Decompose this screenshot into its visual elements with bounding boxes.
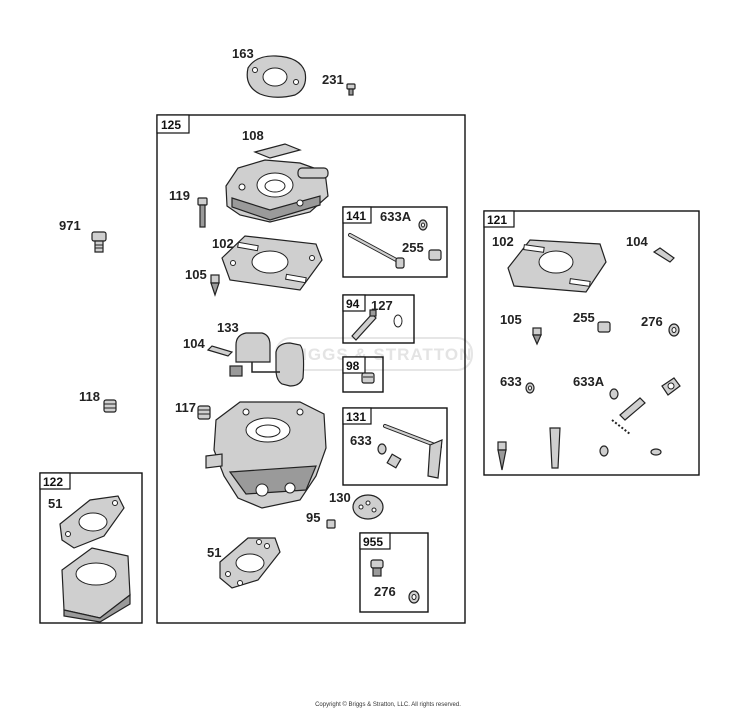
label-971: 971 — [59, 218, 81, 233]
label-118: 118 — [79, 389, 100, 404]
label-633a-2: 633A — [573, 374, 605, 389]
label-104a: 104 — [183, 336, 205, 351]
kit-label-141: 141 — [346, 209, 366, 223]
jets-row-121-drawing — [497, 427, 662, 471]
kit-box-122 — [39, 472, 143, 624]
kit-tag-141 — [342, 206, 372, 224]
label-276a: 276 — [374, 584, 396, 599]
gasket-51b-drawing — [59, 495, 125, 549]
gasket-51a-drawing — [219, 537, 281, 589]
carburetor-body-drawing — [205, 401, 327, 509]
gasket-108-drawing — [253, 143, 302, 159]
label-104b: 104 — [626, 234, 648, 249]
plate-130-drawing — [352, 494, 384, 520]
kit-tag-122 — [39, 472, 71, 490]
bushing-255b-drawing — [597, 321, 611, 333]
label-119: 119 — [169, 188, 190, 203]
shaft-131-drawing — [377, 424, 443, 479]
label-105a: 105 — [185, 267, 207, 282]
label-633a-1: 633A — [380, 209, 412, 224]
label-130: 130 — [329, 490, 351, 505]
fitting-117-drawing — [197, 405, 211, 420]
kit-box-131 — [342, 407, 448, 486]
fitting-118-drawing — [103, 399, 117, 413]
needle-121-drawing — [609, 377, 681, 435]
washer-276b-drawing — [668, 323, 680, 337]
label-255b: 255 — [573, 310, 595, 325]
washer-633-drawing — [525, 382, 535, 394]
jet-105b-drawing — [532, 327, 542, 346]
float-133-drawing — [229, 332, 305, 387]
label-51a: 51 — [207, 545, 221, 560]
plug-95-drawing — [326, 519, 336, 529]
kit-label-131: 131 — [346, 410, 366, 424]
kit-tag-98 — [342, 356, 366, 374]
label-117: 117 — [175, 400, 196, 415]
kit-box-94 — [342, 294, 415, 344]
label-95: 95 — [306, 510, 320, 525]
label-51b: 51 — [48, 496, 62, 511]
copyright-text: Copyright © Briggs & Stratton, LLC. All … — [315, 701, 461, 708]
label-105b: 105 — [500, 312, 522, 327]
gasket-163-drawing — [246, 55, 307, 98]
label-102b: 102 — [492, 234, 514, 249]
label-633-2: 633 — [500, 374, 522, 389]
carburetor-top-drawing — [225, 159, 329, 223]
kit-box-125 — [156, 114, 466, 624]
label-163: 163 — [232, 46, 254, 61]
kit-tag-121 — [483, 210, 515, 228]
watermark-text: BRIGGS & STRATTON — [276, 345, 473, 364]
kit-label-122: 122 — [43, 475, 63, 489]
label-231: 231 — [322, 72, 344, 87]
kit-tag-955 — [359, 532, 391, 550]
kit-box-121 — [483, 210, 700, 476]
kit-box-955 — [359, 532, 429, 613]
label-276b: 276 — [641, 314, 663, 329]
label-127: 127 — [371, 298, 393, 313]
label-102a: 102 — [212, 236, 234, 251]
kit-box-141 — [342, 206, 448, 278]
screw-231-drawing — [346, 83, 356, 96]
bolt-971-drawing — [91, 231, 107, 253]
label-255a: 255 — [402, 240, 424, 255]
label-633-1: 633 — [350, 433, 372, 448]
kit-label-121: 121 — [487, 213, 507, 227]
label-133: 133 — [217, 320, 239, 335]
kit-label-955: 955 — [363, 535, 383, 549]
kit-tag-131 — [342, 407, 372, 425]
jet-105-drawing — [210, 274, 220, 297]
gasket-102-drawing — [221, 235, 323, 291]
clip-104b-drawing — [652, 247, 675, 263]
spacer-122-drawing — [61, 547, 131, 623]
screw-98-drawing — [361, 372, 375, 384]
shaft-141-drawing — [348, 219, 442, 269]
screw-119-drawing — [197, 197, 208, 228]
kit-label-98: 98 — [346, 359, 360, 373]
kit-label-125: 125 — [161, 118, 181, 132]
kit-955-drawing — [370, 559, 420, 604]
kit-label-94: 94 — [346, 297, 360, 311]
needle-94-drawing — [351, 309, 403, 341]
label-108: 108 — [242, 128, 264, 143]
kit-tag-94 — [342, 294, 366, 312]
gasket-102b-drawing — [507, 239, 607, 293]
kit-tag-125 — [156, 114, 190, 134]
clip-104a-drawing — [206, 345, 234, 357]
